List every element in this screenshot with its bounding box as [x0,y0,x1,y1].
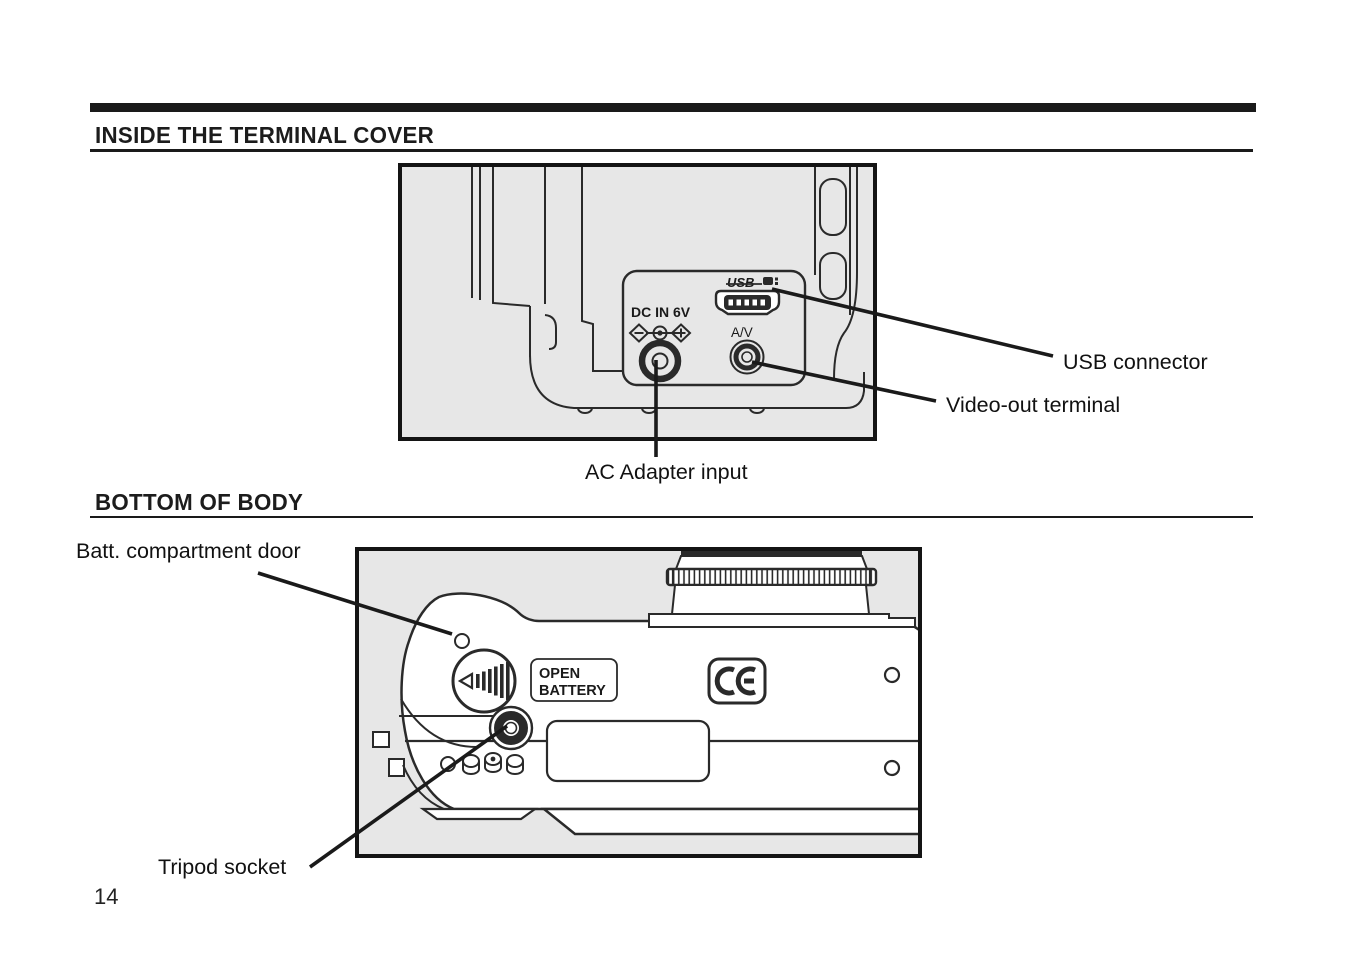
ce-mark-icon [707,657,767,705]
page-number: 14 [94,884,119,909]
usb-logo-label: USB [727,275,754,290]
callout-usb-connector: USB connector [1063,350,1208,374]
lens-barrel [648,551,916,628]
battery-door-screw [454,633,470,649]
section-heading-terminal-cover: INSIDE THE TERMINAL COVER [95,122,435,148]
section-heading-bottom-of-body: BOTTOM OF BODY [95,489,304,515]
top-rule-bar [90,103,1256,112]
av-label: A/V [731,325,753,340]
mini-usb-connector-icon [714,289,781,316]
battery-door-dial-icon [451,648,517,714]
heading-rule-terminal [90,149,1253,152]
screw-icon [883,666,901,684]
callout-battery-compartment-door: Batt. compartment door [76,539,301,563]
bottom-of-body-line-art: OPEN BATTERY [372,551,918,836]
usb-plug-icon [763,277,778,285]
dc-in-label: DC IN 6V [631,304,691,320]
dc-polarity-icon [628,323,692,343]
callout-video-out-terminal: Video-out terminal [946,393,1121,417]
tripod-socket-icon [488,705,534,751]
callout-ac-adapter-input: AC Adapter input [585,460,748,484]
bottom-of-body-diagram: OPEN BATTERY [355,547,922,858]
open-battery-plate: OPEN BATTERY [530,658,618,702]
terminal-cover-diagram: USB DC IN 6V [398,163,877,441]
heading-rule-bottom [90,516,1253,518]
dc-jack-icon [638,339,682,383]
av-jack-icon [729,339,765,375]
open-battery-text-line1: OPEN [539,666,580,682]
open-battery-text-line2: BATTERY [539,683,606,699]
screw-icon [883,759,901,777]
label-recess [545,719,711,783]
callout-tripod-socket: Tripod socket [158,855,287,879]
terminal-cover-line-art: USB DC IN 6V [471,167,865,414]
